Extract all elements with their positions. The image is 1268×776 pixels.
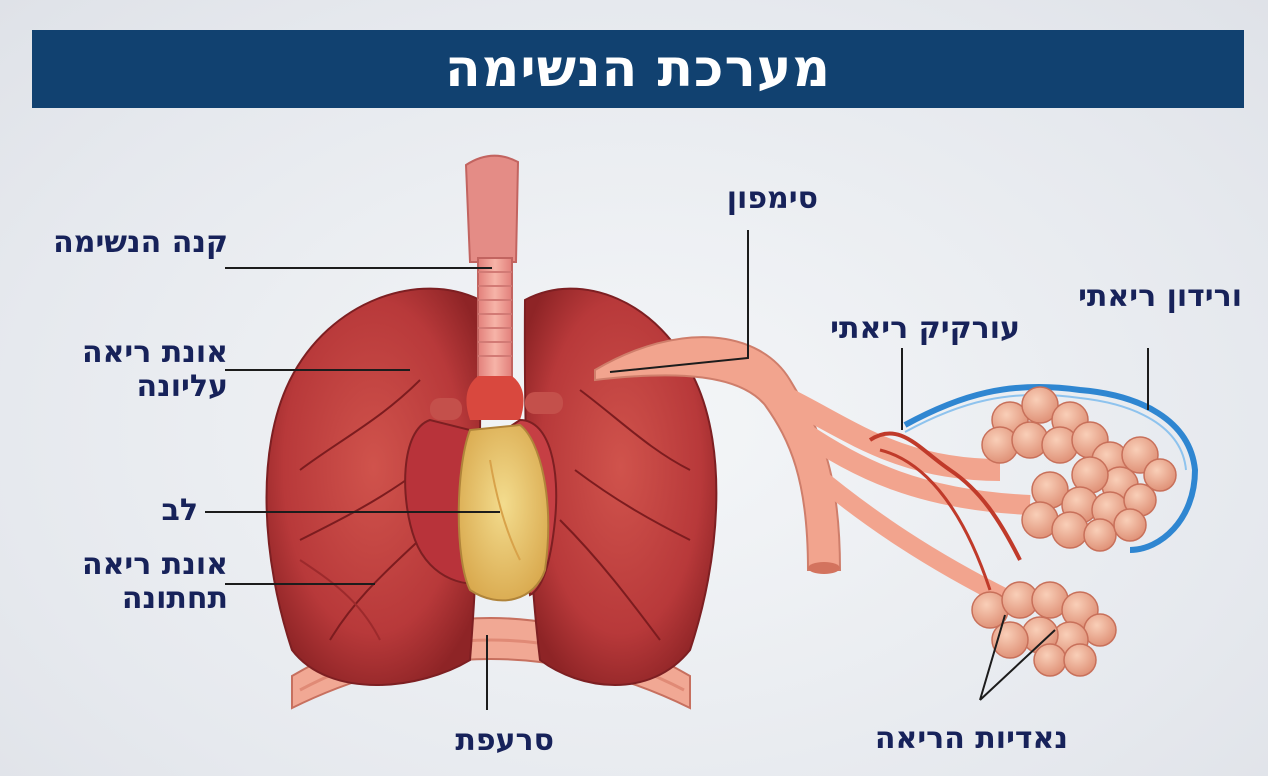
label-bronchus: סימפון	[727, 182, 818, 216]
label-pulmonary-artery: עורקיק ריאתי	[830, 312, 1020, 346]
label-upper-lobe-line1: אונת ריאה	[82, 336, 228, 370]
label-lower-lobe: אונת ריאה תחתונה	[82, 548, 228, 616]
label-heart: לב	[162, 494, 198, 528]
label-lower-lobe-line2: תחתונה	[82, 582, 228, 616]
trachea-shape	[466, 156, 524, 420]
label-upper-lobe: אונת ריאה עליונה	[82, 336, 228, 404]
label-upper-lobe-line2: עליונה	[82, 370, 228, 404]
label-trachea: קנה הנשימה	[53, 226, 228, 260]
label-alveoli: נאדיות הריאה	[875, 722, 1068, 756]
label-pulmonary-vein: ורידון ריאתי	[1078, 280, 1242, 314]
label-lower-lobe-line1: אונת ריאה	[82, 548, 228, 582]
label-diaphragm: סרעפת	[455, 724, 554, 758]
